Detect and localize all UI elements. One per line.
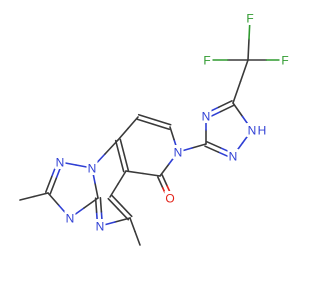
bond-line <box>157 176 164 189</box>
bond-line <box>49 177 58 195</box>
bond-line <box>117 170 127 185</box>
atom-label-background <box>256 123 268 137</box>
pyridone-nitrogen: N <box>174 145 183 159</box>
fused-bridgehead-nitrogen: N <box>88 161 97 175</box>
pyrimidine-nitrogen: N <box>96 219 105 233</box>
bond-line <box>129 217 136 233</box>
bond-line <box>191 143 207 149</box>
bond-layer <box>19 17 286 246</box>
bond-line <box>161 174 168 187</box>
bond-line <box>47 192 60 207</box>
atom-label-background <box>201 53 213 67</box>
atom-label-background <box>164 191 176 205</box>
bond-line <box>107 197 120 210</box>
molecule-structure: F F F N N N H N O N N N N <box>19 11 291 246</box>
fluorine-atom-top: F <box>246 11 253 25</box>
atom-label-layer: F F F N N N H N O N N N N <box>54 11 291 233</box>
bond-line <box>94 182 99 199</box>
bond-line <box>219 104 235 113</box>
atom-label-background <box>172 145 184 159</box>
bond-line <box>239 59 249 83</box>
atom-label-background <box>279 53 291 67</box>
bond-line <box>99 197 103 213</box>
bond-line <box>114 217 131 223</box>
bond-line <box>118 155 125 173</box>
fluorine-atom-right: F <box>281 53 288 67</box>
fused-triazole-nitrogen-top: N <box>56 155 65 169</box>
bond-line <box>44 175 53 193</box>
bond-line <box>204 145 220 153</box>
bond-line <box>110 194 123 207</box>
triazole-hydrogen: H <box>258 123 267 137</box>
bond-line <box>169 126 175 141</box>
bond-line <box>137 113 156 121</box>
atom-label-background <box>94 219 106 233</box>
bond-line <box>117 208 130 221</box>
bond-line <box>136 118 155 126</box>
bond-line <box>119 138 126 156</box>
bond-line <box>232 80 242 104</box>
fluorine-atom-left: F <box>203 53 210 67</box>
bond-line <box>125 170 144 175</box>
bond-line <box>142 172 161 177</box>
triazole-nitrogen-left: N <box>229 149 238 163</box>
atom-label-background <box>227 149 239 163</box>
bond-line <box>217 100 233 109</box>
atom-label-background <box>86 161 98 175</box>
bond-line <box>127 116 139 130</box>
atom-label-background <box>246 123 258 137</box>
triazole-nitrogen-nh: N <box>248 123 257 137</box>
atom-label-background <box>64 211 76 225</box>
bond-line <box>114 139 121 157</box>
bond-line <box>104 139 119 155</box>
atom-label-background <box>54 155 66 169</box>
atom-label-background <box>244 11 256 25</box>
atom-label-background <box>200 109 212 123</box>
bond-line <box>206 141 222 149</box>
bond-line <box>134 230 141 246</box>
carbonyl-oxygen: O <box>165 191 174 205</box>
fused-triazole-nitrogen-bottom: N <box>66 211 75 225</box>
bond-line <box>33 192 49 198</box>
bond-line <box>83 197 99 209</box>
bond-line <box>153 118 172 126</box>
bond-line <box>117 127 129 141</box>
bond-line <box>247 38 250 61</box>
bond-line <box>159 163 170 177</box>
bond-line <box>152 123 171 131</box>
triazole-nitrogen-top: N <box>202 109 211 123</box>
bond-line <box>19 195 35 201</box>
bond-line <box>123 154 130 172</box>
bond-line <box>120 205 133 218</box>
